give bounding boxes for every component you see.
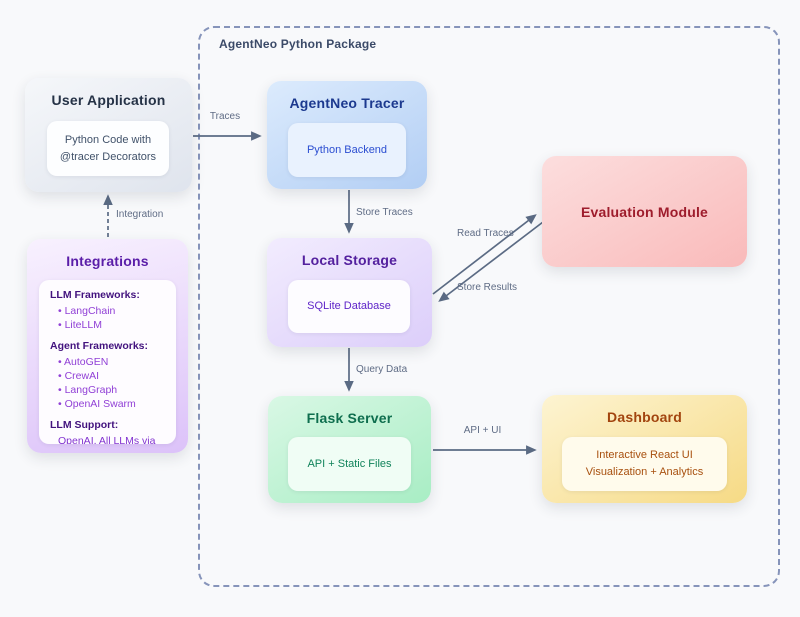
node-dashboard: Dashboard Interactive React UI Visualiza… [542, 395, 747, 503]
node-body-line: Visualization + Analytics [585, 466, 704, 478]
integrations-item: LiteLLM [50, 319, 102, 332]
node-body-integrations: LLM Frameworks: LangChain LiteLLM Agent … [39, 280, 176, 444]
integrations-item: CrewAI [50, 370, 99, 383]
node-title-flask-server: Flask Server [306, 410, 393, 426]
node-title-integrations: Integrations [66, 253, 149, 269]
integrations-item: OpenAI Swarm [50, 398, 136, 411]
package-boundary [198, 26, 780, 587]
node-body-line: Python Code with [64, 133, 152, 146]
node-body-local-storage: SQLite Database [288, 280, 410, 333]
node-title-evaluation-module: Evaluation Module [580, 203, 709, 220]
node-body-agentneo-tracer: Python Backend [288, 123, 406, 177]
node-title-agentneo-tracer: AgentNeo Tracer [289, 95, 405, 111]
node-flask-server: Flask Server API + Static Files [268, 396, 431, 503]
integrations-section-heading: LLM Support: [50, 419, 119, 431]
node-body-line: Python Backend [306, 143, 388, 156]
integrations-section-heading: Agent Frameworks: [50, 340, 149, 352]
edge-label-integration: Integration [116, 209, 164, 220]
node-title-local-storage: Local Storage [301, 252, 398, 268]
integrations-note: OpenAI, All LLMs via LiteLLM [58, 435, 156, 444]
integrations-item: LangChain [50, 305, 116, 318]
node-local-storage: Local Storage SQLite Database [267, 238, 432, 347]
node-body-line: API + Static Files [307, 457, 392, 470]
edge-label-traces: Traces [209, 111, 241, 122]
edge-label-store-results: Store Results [457, 282, 518, 293]
node-body-line: Interactive React UI [596, 449, 693, 461]
integrations-section-heading: LLM Frameworks: [50, 289, 140, 301]
node-body-dashboard: Interactive React UI Visualization + Ana… [562, 437, 727, 491]
node-body-line: @tracer Decorators [59, 150, 157, 163]
integrations-item: AutoGEN [50, 356, 108, 369]
node-agentneo-tracer: AgentNeo Tracer Python Backend [267, 81, 427, 189]
node-integrations: Integrations LLM Frameworks: LangChain L… [27, 239, 188, 453]
integrations-item: LangGraph [50, 384, 118, 397]
node-title-dashboard: Dashboard [607, 409, 682, 425]
edge-label-query-data: Query Data [356, 364, 408, 375]
package-label: AgentNeo Python Package [219, 37, 377, 51]
edge-label-api-ui: API + UI [463, 425, 502, 436]
edge-label-store-traces: Store Traces [356, 207, 413, 218]
node-title-user-application: User Application [51, 92, 166, 108]
node-body-user-application: Python Code with @tracer Decorators [47, 121, 169, 176]
node-body-flask-server: API + Static Files [288, 437, 411, 491]
node-body-line: SQLite Database [307, 300, 391, 312]
node-evaluation-module: Evaluation Module [542, 156, 747, 267]
edge-label-read-traces: Read Traces [457, 228, 514, 239]
node-user-application: User Application Python Code with @trace… [25, 78, 192, 192]
